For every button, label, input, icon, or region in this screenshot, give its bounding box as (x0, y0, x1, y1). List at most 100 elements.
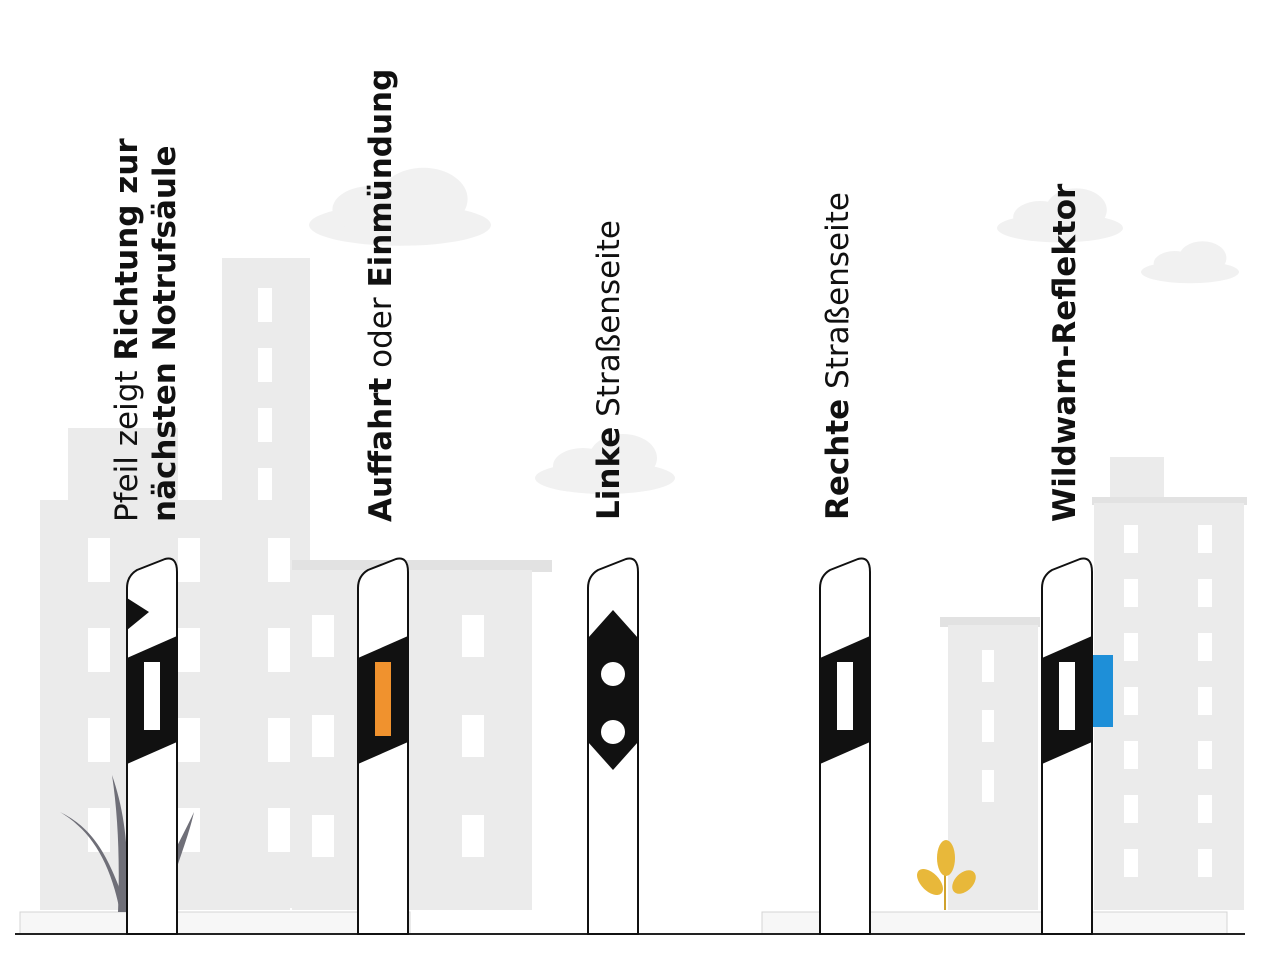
cloud (309, 167, 491, 246)
building-window (178, 718, 200, 762)
building-window (268, 628, 290, 672)
label-segment: Rechte (820, 398, 856, 520)
label-segment: nächsten Notrufsäule (147, 145, 183, 522)
label-segment: Richtung zur (109, 138, 145, 361)
building-window (1124, 849, 1138, 877)
plant-leaf (917, 869, 943, 895)
building-window (268, 808, 290, 852)
building-window (1198, 525, 1212, 553)
plant (917, 840, 976, 910)
post-label-linke-seite: Linke Straßenseite (590, 220, 628, 520)
building-window (1124, 579, 1138, 607)
label-segment: Straßenseite (820, 192, 856, 399)
wildlife-reflector (1093, 655, 1113, 727)
building (948, 625, 1038, 910)
arrow-icon (127, 598, 149, 630)
building-window (268, 718, 290, 762)
label-line: Rechte Straßenseite (819, 192, 857, 520)
reflector-orange (375, 662, 391, 736)
building-window (258, 348, 272, 382)
building-window (1124, 633, 1138, 661)
post-band (588, 610, 638, 770)
building-window (88, 718, 110, 762)
cloud-part (1178, 241, 1227, 275)
building-window (312, 715, 334, 757)
building-window (1124, 741, 1138, 769)
building-window (178, 538, 200, 582)
label-line: Pfeil zeigt Richtung zur (108, 138, 146, 522)
building-window (1124, 687, 1138, 715)
building-window (268, 538, 290, 582)
building-window (312, 615, 334, 657)
cloud (1141, 241, 1239, 284)
label-segment: Straßenseite (591, 219, 627, 427)
building-window (178, 628, 200, 672)
building-window (1198, 687, 1212, 715)
curb (19, 911, 411, 935)
ground (15, 775, 1245, 935)
building-roof (940, 617, 1040, 627)
label-line: nächsten Notrufsäule (146, 138, 184, 522)
building-window (1198, 579, 1212, 607)
label-segment: Auffahrt (363, 377, 399, 522)
reflector-dot (601, 662, 625, 686)
building-window (982, 770, 994, 802)
building-roof (68, 428, 178, 508)
post-label-auffahrt: Auffahrt oder Einmündung (362, 69, 400, 522)
building-roof (1092, 497, 1247, 505)
cloud (997, 188, 1123, 243)
roadside-post-wildlife-icon (1041, 557, 1113, 935)
roadside-post-arrow-icon (126, 557, 178, 935)
label-segment: oder (363, 287, 399, 378)
reflector-white (1059, 662, 1075, 730)
building-window (462, 815, 484, 857)
building-window (88, 628, 110, 672)
cloud-part (589, 434, 657, 482)
roadside-posts (126, 557, 1113, 935)
building-window (258, 408, 272, 442)
plant-leaf (937, 840, 955, 876)
building-window (1198, 795, 1212, 823)
cloud-part (1045, 188, 1107, 232)
label-segment: Linke (591, 426, 627, 520)
building-window (982, 710, 994, 742)
plant-leaf (952, 870, 976, 894)
building-roof (1110, 457, 1164, 502)
cloud (535, 434, 675, 494)
building-window (258, 288, 272, 322)
building-window (1198, 849, 1212, 877)
building-window (312, 815, 334, 857)
building-window (88, 808, 110, 852)
label-line: Linke Straßenseite (590, 220, 628, 520)
building-window (1124, 795, 1138, 823)
reflector-white (837, 662, 853, 730)
post-label-rechte-seite: Rechte Straßenseite (819, 192, 857, 520)
label-segment: Wildwarn-Reflektor (1047, 183, 1083, 522)
label-segment: Pfeil zeigt (109, 360, 145, 522)
post-label-wildwarn: Wildwarn-Reflektor (1046, 184, 1084, 522)
roadside-post-orange-icon (357, 557, 409, 935)
reflector-white (144, 662, 160, 730)
grass-blade (112, 775, 128, 912)
label-segment: Einmündung (363, 68, 399, 288)
building-window (982, 650, 994, 682)
building (292, 570, 532, 910)
label-line: Auffahrt oder Einmündung (362, 69, 400, 522)
building-window (462, 715, 484, 757)
label-line: Wildwarn-Reflektor (1046, 184, 1084, 522)
building-roof (292, 560, 552, 572)
building-window (258, 468, 272, 502)
building-window (1198, 633, 1212, 661)
reflector-dot (601, 720, 625, 744)
building-body (1094, 503, 1244, 910)
building-window (88, 538, 110, 582)
building-window (1124, 525, 1138, 553)
building-window (462, 615, 484, 657)
roadside-post-right-icon (819, 557, 871, 935)
building-window (1198, 741, 1212, 769)
roadside-post-left-icon (587, 557, 639, 935)
cloud-part (379, 167, 468, 231)
building (1094, 503, 1244, 910)
